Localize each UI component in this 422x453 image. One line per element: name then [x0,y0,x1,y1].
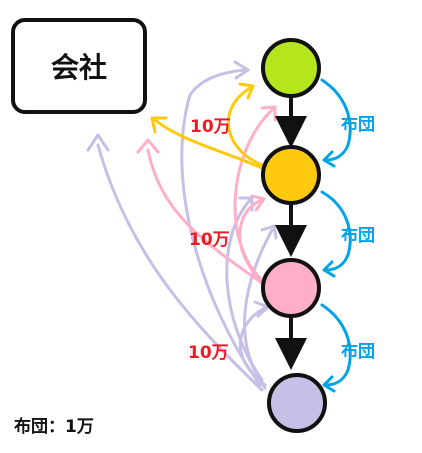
lavender-arrow-head-green [233,60,250,80]
futon-arrows [320,78,352,393]
futon-arrow-1-head [322,150,336,168]
futon-arrow-2-head [322,260,336,278]
node-yellow [261,145,321,205]
futon-arrow-3 [320,303,352,387]
futon-label-2: 布団 [341,225,375,246]
node-pink [261,258,321,318]
lavender-arrows [86,60,278,392]
node-green [261,38,321,98]
footnote: 布団：1万 [14,412,94,437]
futon-arrow-2 [320,190,352,272]
pink-arrow-head-green [260,105,277,122]
nodes [261,38,327,433]
lavender-arrow-to-company [96,143,264,392]
pink-arrow-head-company [136,138,160,154]
futon-label-3: 布団 [341,341,375,362]
yellow-arrow-head-green [238,82,255,100]
futon-label-1: 布団 [341,114,375,135]
futon-arrow-3-head [322,375,336,393]
footnote-label: 布団：1万 [14,417,94,437]
money-labels: 10万 10万 10万 [188,117,231,363]
money-label-1: 10万 [190,117,231,137]
lavender-arrow-mid [243,228,274,390]
company-label: 会社 [50,51,107,84]
futon-arrow-1 [320,78,352,162]
lavender-arrow-head-company [86,133,110,152]
pink-arrow-to-company [146,148,264,285]
yellow-arrow-to-company [153,118,264,170]
pink-arrow-head-yellow [250,194,266,212]
pink-arrow-to-yellow [238,198,264,284]
company-box: 会社 [11,18,147,114]
lavender-arrow-to-green-left [180,68,262,387]
futon-labels: 布団 布団 布団 [341,114,375,362]
lavender-arrow-to-pink [238,306,267,387]
pink-arrows [136,105,277,285]
money-label-3: 10万 [188,343,229,363]
yellow-arrow-head-company [150,116,168,134]
node-lavender [267,373,327,433]
yellow-arrows [150,82,264,170]
lavender-arrow-to-yellow [225,198,264,382]
yellow-arrow-to-green [226,86,264,167]
money-label-2: 10万 [189,230,230,250]
